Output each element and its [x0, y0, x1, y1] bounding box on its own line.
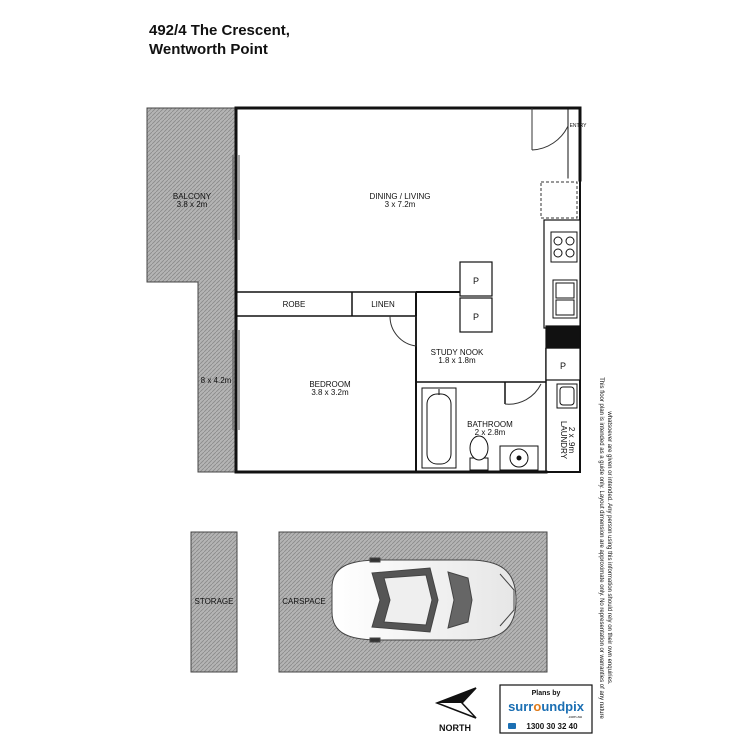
bathroom-door	[504, 383, 542, 405]
study-nook-label: STUDY NOOK	[431, 348, 484, 357]
entry-label: ENTRY	[570, 123, 588, 129]
dining-living-label: DINING / LIVING	[370, 192, 431, 201]
bedroom-dims: 3.8 x 3.2m	[311, 388, 349, 397]
brand-phone: 1300 30 32 40	[526, 722, 578, 731]
pantry-label-3: P	[560, 361, 566, 371]
balcony-label: BALCONY	[173, 192, 212, 201]
north-arrow-icon	[434, 687, 477, 719]
balcony-sliding-doors	[232, 155, 240, 430]
brand-domain: .com.au	[568, 714, 582, 719]
pantry-label-1: P	[473, 276, 479, 286]
plans-by-label: Plans by	[532, 690, 561, 697]
north-label: NORTH	[439, 723, 471, 733]
pantry-cupboards	[459, 261, 581, 381]
carspace-label: CARSPACE	[282, 597, 325, 606]
bathtub-icon	[421, 387, 457, 469]
toilet-icon	[469, 435, 489, 471]
disclaimer-line-1: This floor plan is intended as a guide o…	[598, 377, 604, 719]
balcony-area	[146, 107, 237, 473]
storage-label: STORAGE	[195, 597, 234, 606]
fridge-space	[540, 181, 578, 219]
linen-label: LINEN	[371, 300, 395, 309]
disclaimer-line-2: whatsoever are given or intended. Any pe…	[606, 410, 612, 684]
cooktop-icon	[550, 231, 578, 263]
brand-logo: surroundpix	[508, 699, 585, 714]
phone-icon	[508, 723, 516, 729]
robe-label: ROBE	[283, 300, 306, 309]
dining-living-dims: 3 x 7.2m	[385, 200, 416, 209]
bedroom-label: BEDROOM	[309, 380, 351, 389]
bathroom-dims: 2 x 2.8m	[475, 428, 506, 437]
kitchen-sink-icon	[552, 279, 578, 319]
exterior-walls	[234, 106, 582, 474]
storage-area	[190, 531, 238, 673]
balcony-dims-2: 8 x 4.2m	[201, 376, 232, 385]
robe-linen-band	[235, 291, 460, 317]
car-icon	[331, 557, 517, 643]
entry-door	[531, 108, 569, 151]
address-line-1: 492/4 The Crescent,	[149, 22, 290, 39]
study-nook-dims: 1.8 x 1.8m	[438, 356, 476, 365]
laundry-dims: 2 x .9m	[567, 427, 576, 454]
pantry-label-2: P	[473, 312, 479, 322]
laundry-label: LAUNDRY	[559, 421, 568, 460]
bathroom-label: BATHROOM	[467, 420, 513, 429]
address-line-2: Wentworth Point	[149, 41, 268, 58]
bedroom-door	[389, 315, 417, 347]
balcony-dims: 3.8 x 2m	[177, 200, 208, 209]
brand-box: Plans by surroundpix .com.au 1300 30 32 …	[499, 684, 593, 734]
laundry-tub-icon	[556, 383, 578, 409]
basin-icon	[499, 445, 539, 471]
